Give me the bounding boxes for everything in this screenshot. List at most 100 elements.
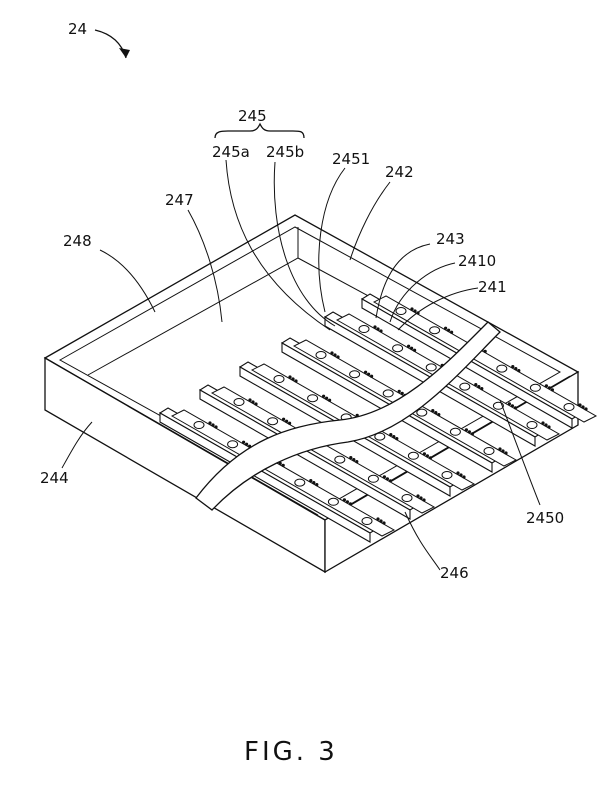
label-244: 244 [40, 469, 69, 487]
led-chip-dot [330, 351, 334, 355]
led-chip-dot [450, 330, 454, 334]
led-chip-dot [291, 377, 295, 381]
label-245b: 245b [266, 143, 304, 161]
led-chip-dot [507, 402, 511, 406]
led-chip-dot [464, 428, 468, 432]
led-chip-dot [397, 389, 401, 393]
led-lens [563, 403, 575, 411]
led-chip-dot [312, 481, 316, 485]
led-chip-dot [544, 423, 548, 427]
labels: 24 245 245a 245b 2451 242 243 2410 241 2… [40, 20, 564, 582]
led-chip-dot [309, 479, 313, 483]
led-chip-dot [513, 406, 518, 410]
led-chip-dot [400, 391, 404, 395]
label-247: 247 [165, 191, 194, 209]
brace-245 [214, 122, 305, 139]
led-chip-dot [456, 471, 460, 475]
led-lens [392, 344, 404, 353]
led-chip-dot [349, 456, 353, 460]
strip-board [210, 386, 436, 514]
led-chip-dot [281, 463, 285, 467]
led-chip-dot [413, 348, 417, 352]
label-2450: 2450 [526, 509, 564, 527]
led-chip-dot [410, 307, 414, 311]
led-chip-dot [214, 425, 218, 429]
arrow-24 [119, 48, 130, 58]
strip-board [372, 295, 598, 423]
led-chip-dot [245, 442, 249, 446]
led-chip-dot [419, 496, 423, 500]
led-chip-dot [389, 433, 393, 437]
led-chip-dot [282, 417, 286, 421]
leader-242 [349, 181, 391, 261]
led-chip-dot [208, 421, 212, 425]
label-241: 241 [478, 278, 507, 296]
leader-243 [375, 243, 431, 319]
leader-2450 [499, 399, 541, 506]
led-lens [429, 326, 441, 335]
led-lens [483, 447, 495, 455]
rim-edge-left [51, 361, 319, 516]
led-chip-dot [416, 494, 420, 498]
led-chip-dot [407, 344, 411, 348]
led-lens [425, 363, 437, 372]
led-chip-dot [355, 460, 359, 464]
leader-246 [404, 511, 441, 571]
led-chip-dot [288, 421, 292, 425]
label-242: 242 [385, 163, 414, 181]
led-chip-dot [251, 400, 255, 404]
led-chip-dot [211, 423, 215, 427]
led-chip-dot [477, 385, 481, 389]
led-chip-dot [514, 367, 518, 371]
led-chip-dot [483, 349, 487, 353]
led-chip-dot [395, 437, 399, 441]
led-chip-dot [328, 398, 332, 402]
led-chip-dot [547, 386, 552, 390]
led-lens [526, 421, 538, 429]
led-lens [273, 375, 285, 383]
label-2410: 2410 [458, 252, 496, 270]
led-chip-dot [459, 473, 463, 477]
label-248: 248 [63, 232, 92, 250]
leader-245b [273, 161, 336, 327]
led-chip-dot [428, 456, 432, 460]
led-chip-dot [410, 346, 414, 350]
cutaway-panel [195, 321, 501, 511]
led-chip-dot [376, 327, 380, 331]
led-chip-dot [379, 329, 383, 333]
led-chip-dot [367, 372, 371, 376]
led-lens [334, 455, 346, 464]
led-lens [267, 417, 279, 426]
led-lens [193, 421, 205, 429]
led-lens [358, 325, 370, 333]
label-2451: 2451 [332, 150, 370, 168]
strip-board [170, 409, 396, 537]
led-chip-dot [447, 328, 451, 332]
led-lens [529, 383, 541, 392]
led-lens [307, 394, 319, 403]
leader-2410 [389, 262, 456, 323]
led-chip-dot [462, 475, 466, 479]
led-chip-dot [370, 374, 374, 378]
led-lens [416, 408, 428, 417]
led-lens [233, 398, 245, 406]
led-lens [315, 351, 327, 359]
led-chip-dot [336, 355, 340, 359]
led-chip-dot [498, 447, 502, 451]
led-lens [327, 497, 339, 506]
led-chip-dot [285, 419, 289, 423]
led-chip-dot [315, 483, 319, 487]
led-lens [407, 451, 419, 460]
led-chip-dot [325, 396, 329, 400]
label-243: 243 [436, 230, 465, 248]
led-lens [361, 517, 373, 525]
led-chip-dot [541, 421, 545, 425]
led-chip-dot [342, 498, 346, 502]
label-245a: 245a [212, 143, 250, 161]
led-chip-dot [550, 388, 555, 392]
led-chip-dot [517, 369, 521, 373]
led-chip-dot [248, 398, 252, 402]
led-chip-dot [278, 461, 282, 465]
led-lens [349, 370, 361, 379]
led-chip-dot [254, 402, 258, 406]
